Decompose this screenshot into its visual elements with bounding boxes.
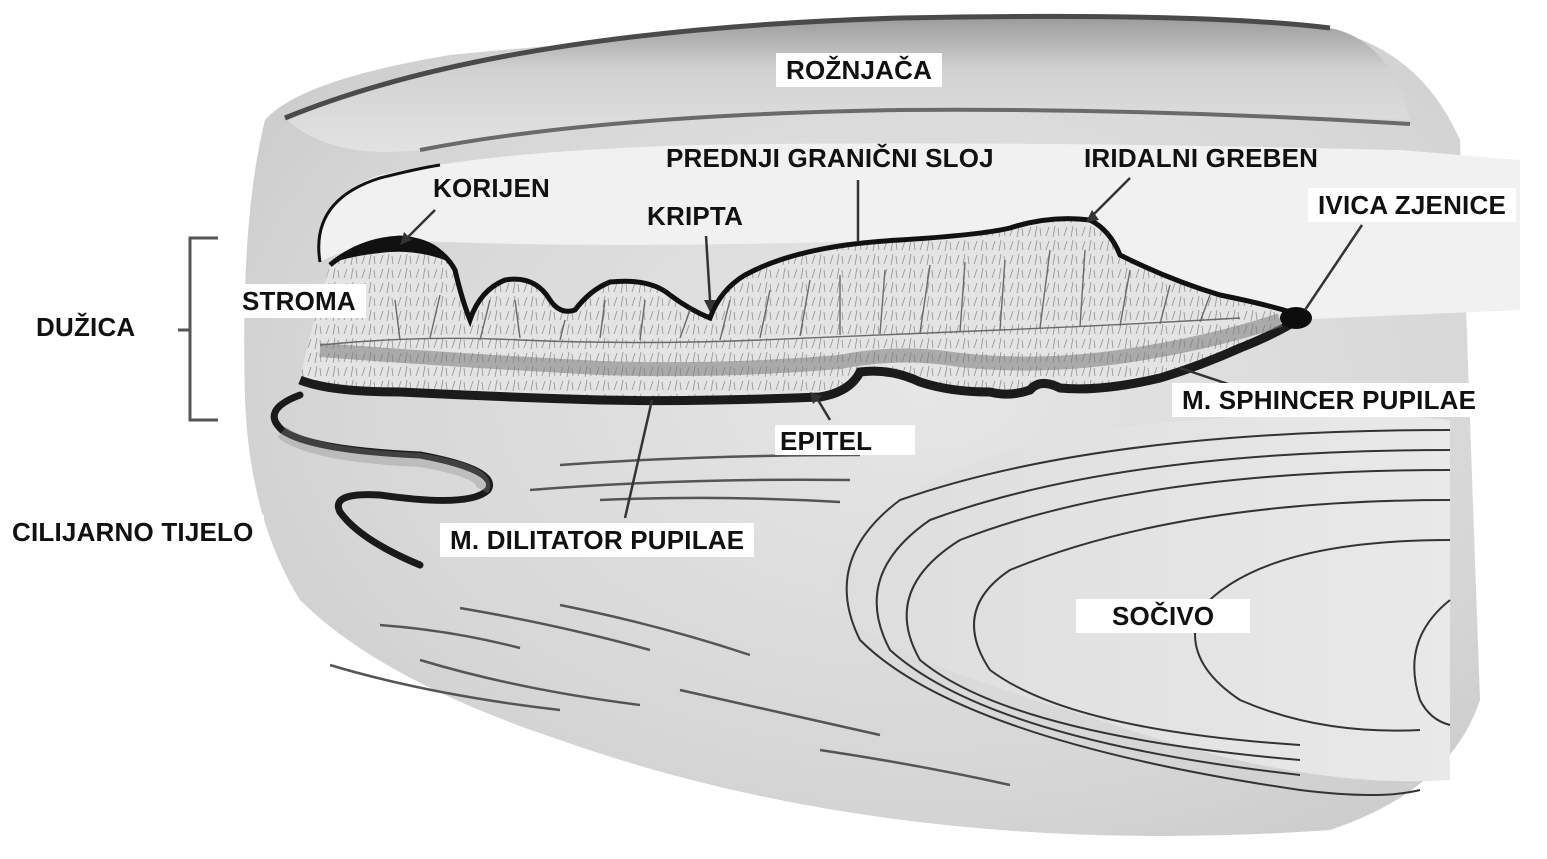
label-m-sphincer-pupilae: M. SPHINCER PUPILAE <box>1172 383 1486 417</box>
label-iridalni-greben: IRIDALNI GREBEN <box>1084 143 1318 173</box>
label-roznjaca: ROŽNJAČA <box>776 53 942 87</box>
label-duzica: DUŽICA <box>26 310 145 344</box>
label-stroma: STROMA <box>232 284 366 318</box>
iris-bracket <box>178 238 218 420</box>
label-socivo: SOČIVO <box>1076 599 1250 633</box>
pupillary-margin <box>1280 307 1312 329</box>
label-epitel: EPITEL <box>780 426 872 456</box>
label-m-dilitator-pupilae: M. DILITATOR PUPILAE <box>440 523 754 557</box>
label-korijen: KORIJEN <box>433 173 550 203</box>
label-ivica-zjenice: IVICA ZJENICE <box>1308 188 1516 222</box>
label-kripta: KRIPTA <box>647 201 743 231</box>
label-prednji-granicni-sloj: PREDNJI GRANIČNI SLOJ <box>666 143 994 173</box>
label-cilijarno-tijelo: CILIJARNO TIJELO <box>2 515 264 549</box>
